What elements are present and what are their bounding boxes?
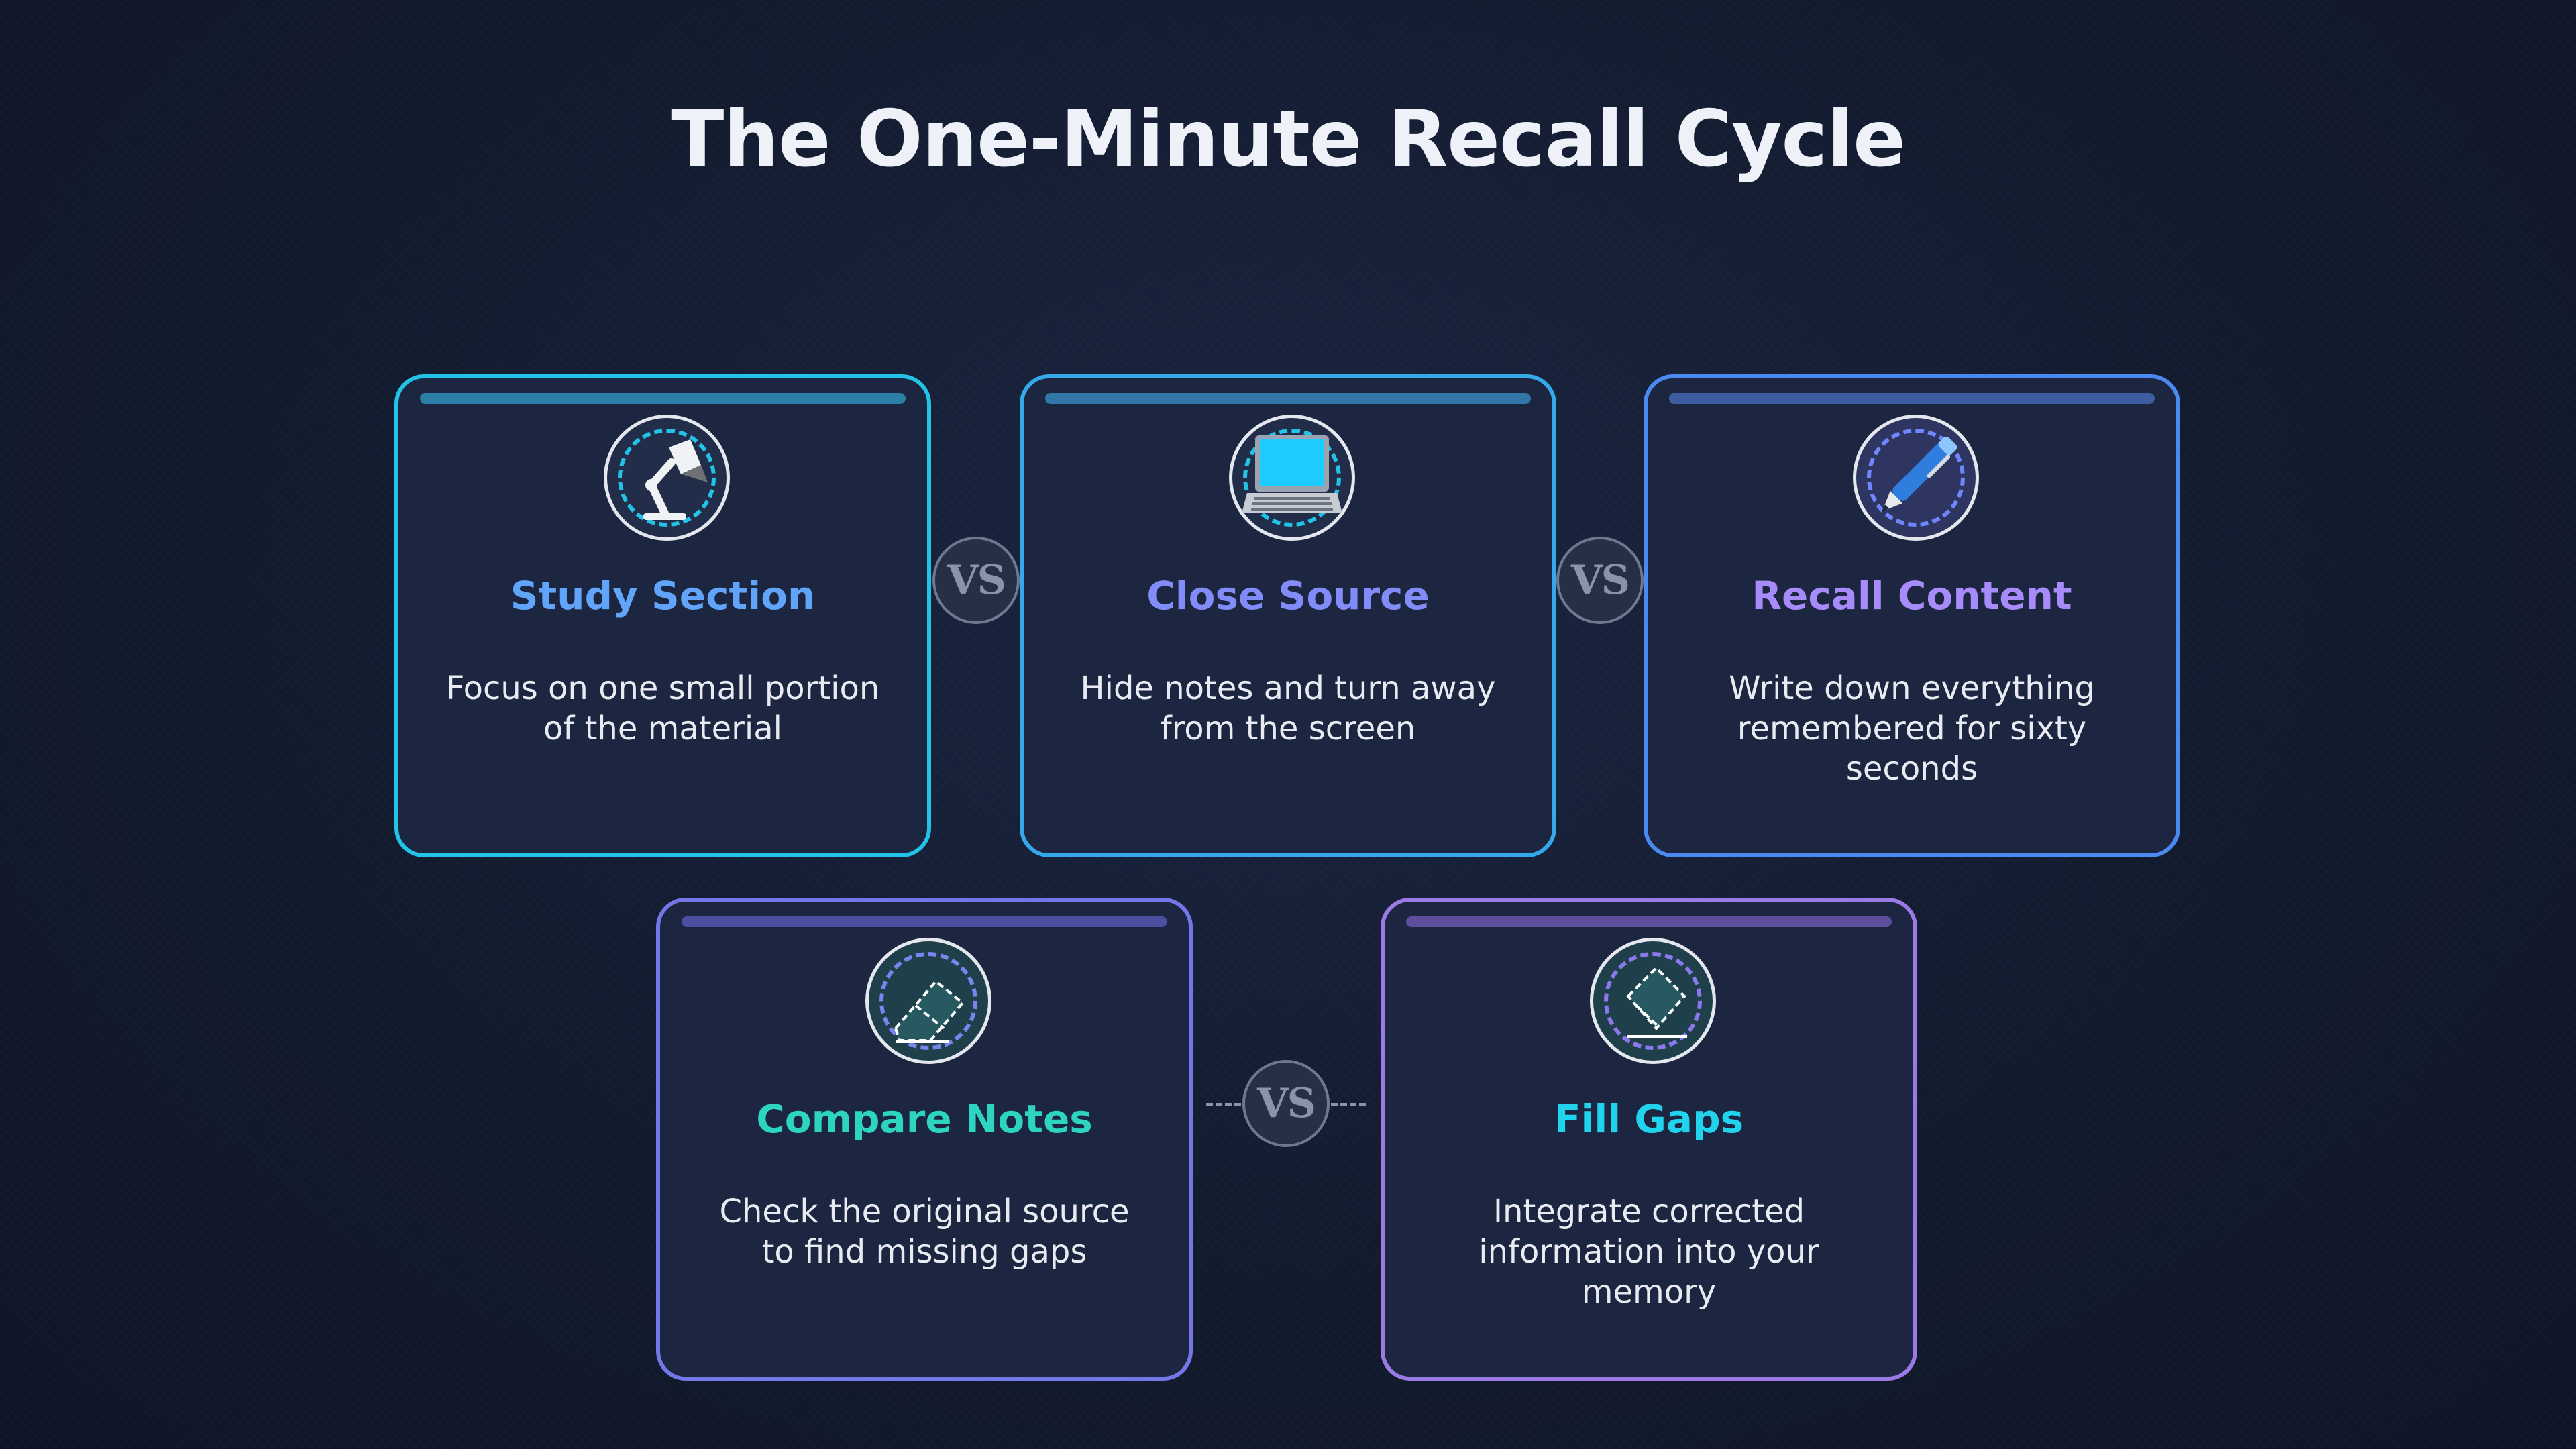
step-description: Focus on one small portion of the materi…: [445, 669, 880, 747]
step-description: Hide notes and turn away from the screen: [1080, 669, 1496, 747]
step-card-study-section: Study Section Focus on one small portion…: [394, 374, 931, 857]
step-card-close-source: Close Source Hide notes and turn away fr…: [1020, 374, 1556, 857]
card-top-bar: [1406, 916, 1892, 927]
icon-badge: [604, 415, 730, 541]
eraser-icon: [1626, 966, 1687, 1038]
card-top-bar: [682, 916, 1167, 927]
icon-badge: [1853, 415, 1979, 541]
vs-connector-2: VS: [1556, 537, 1644, 624]
step-title: Fill Gaps: [1554, 1096, 1744, 1142]
page-title: The One-Minute Recall Cycle: [671, 94, 1906, 184]
step-card-compare-notes: Compare Notes Check the original source …: [656, 898, 1193, 1381]
icon-badge: [1590, 938, 1716, 1064]
step-title: Close Source: [1146, 573, 1430, 619]
step-title: Recall Content: [1752, 573, 2072, 619]
icon-badge: [1229, 415, 1355, 541]
dashed-connector-right: [1331, 1103, 1366, 1106]
card-top-bar: [420, 393, 906, 404]
step-description: Write down everything remembered for six…: [1729, 669, 2095, 788]
vs-connector-1: VS: [932, 537, 1020, 624]
pen-icon: [1881, 436, 1957, 513]
dashed-connector-left: [1206, 1103, 1241, 1106]
step-description: Check the original source to find missin…: [719, 1193, 1130, 1271]
step-title: Compare Notes: [756, 1096, 1093, 1142]
icon-badge: [865, 938, 991, 1064]
card-top-bar: [1669, 393, 2155, 404]
step-card-fill-gaps: Fill Gaps Integrate corrected informatio…: [1381, 898, 1917, 1381]
step-title: Study Section: [510, 573, 816, 619]
desk-lamp-icon: [643, 439, 708, 520]
vs-connector-3: VS: [1242, 1060, 1330, 1147]
laptop-icon: [1242, 435, 1342, 513]
card-top-bar: [1045, 393, 1531, 404]
eraser-icon: [894, 979, 965, 1043]
step-card-recall-content: Recall Content Write down everything rem…: [1644, 374, 2180, 857]
step-description: Integrate corrected information into you…: [1479, 1193, 1819, 1311]
